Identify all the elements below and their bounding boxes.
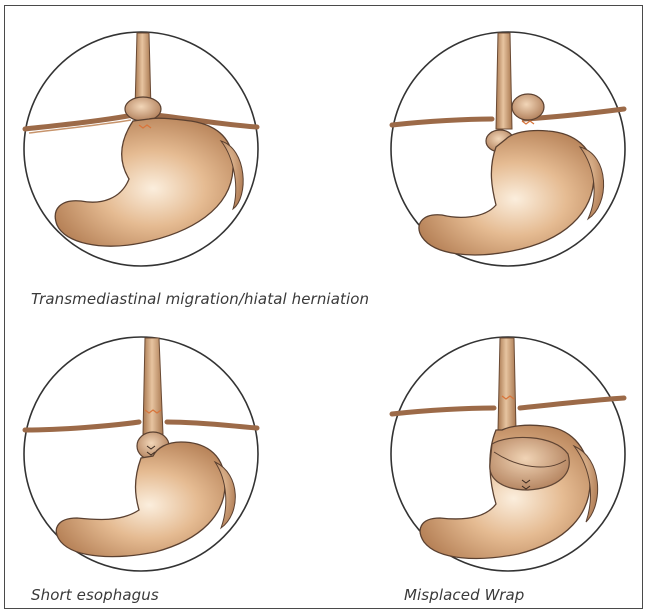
esophagus bbox=[498, 338, 516, 430]
panel-bottom-left bbox=[21, 334, 261, 574]
stomach-illustration-short-esophagus bbox=[21, 334, 261, 574]
stomach-illustration-hiatal-herniation bbox=[388, 29, 628, 269]
caption-top-row: Transmediastinal migration/hiatal hernia… bbox=[31, 290, 369, 308]
misplaced-fundoplication-wrap bbox=[490, 437, 569, 490]
caption-bottom-right: Misplaced Wrap bbox=[404, 586, 524, 604]
esophagus bbox=[143, 338, 163, 434]
figure-frame: Transmediastinal migration/hiatal hernia… bbox=[4, 5, 643, 609]
panel-top-left bbox=[21, 29, 261, 269]
stomach-illustration-wrap-migration bbox=[21, 29, 261, 269]
fundoplication-wrap bbox=[125, 97, 161, 121]
panel-bottom-right bbox=[388, 334, 628, 574]
stomach-illustration-misplaced-wrap bbox=[388, 334, 628, 574]
panel-top-right bbox=[388, 29, 628, 269]
herniated-fundus bbox=[512, 94, 544, 120]
caption-bottom-left: Short esophagus bbox=[31, 586, 159, 604]
esophagus bbox=[496, 33, 512, 129]
